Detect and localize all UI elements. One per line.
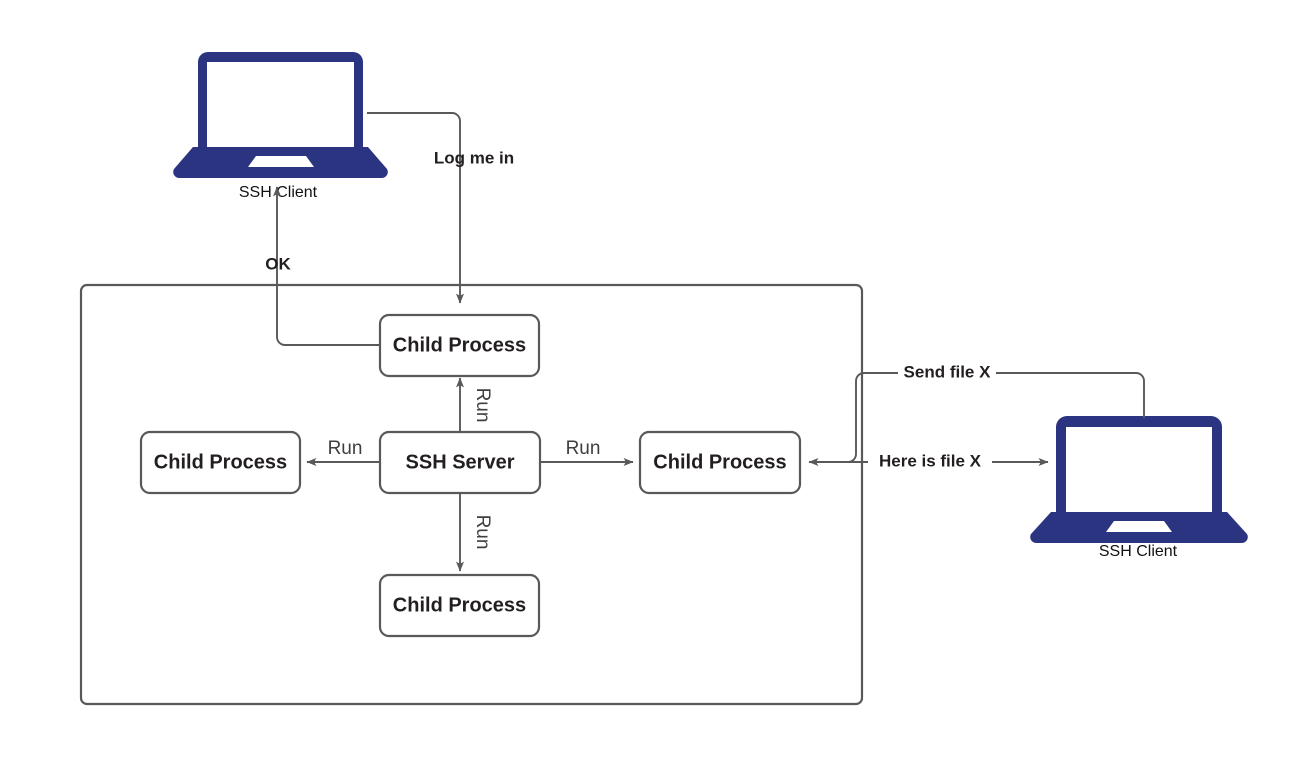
node-child-process-left[interactable]: Child Process: [139, 430, 302, 495]
edge-here-is-file-x-label: Here is file X: [879, 451, 982, 470]
node-child-process-bottom-label: Child Process: [393, 594, 526, 616]
node-child-process-top-label: Child Process: [393, 334, 526, 356]
ssh-client-right-laptop-icon: [1030, 416, 1248, 543]
edge-run-up-label: Run: [472, 388, 493, 423]
node-ssh-server[interactable]: SSH Server: [378, 430, 542, 495]
edge-run-right-label: Run: [566, 438, 601, 459]
ssh-server-host-boundary: [79, 283, 864, 706]
ssh-client-left-caption: SSH Client: [239, 184, 318, 201]
ssh-client-left-laptop-icon: [173, 52, 388, 178]
node-child-process-right[interactable]: Child Process: [638, 430, 802, 495]
node-child-process-right-label: Child Process: [653, 451, 786, 473]
edge-log-me-in: [367, 112, 464, 304]
edge-ok-label: OK: [265, 254, 291, 273]
edge-run-down-label: Run: [472, 515, 493, 550]
edge-send-file-x-label-text: Send file X: [904, 362, 992, 381]
edge-ok: [273, 186, 379, 346]
ssh-client-right-caption: SSH Client: [1099, 543, 1178, 560]
node-child-process-top[interactable]: Child Process: [378, 313, 541, 378]
node-child-process-left-label: Child Process: [154, 451, 287, 473]
edge-run-left-label: Run: [328, 438, 363, 459]
node-ssh-server-label: SSH Server: [406, 451, 515, 473]
node-child-process-bottom[interactable]: Child Process: [378, 573, 541, 638]
edge-log-me-in-label: Log me in: [434, 148, 514, 167]
